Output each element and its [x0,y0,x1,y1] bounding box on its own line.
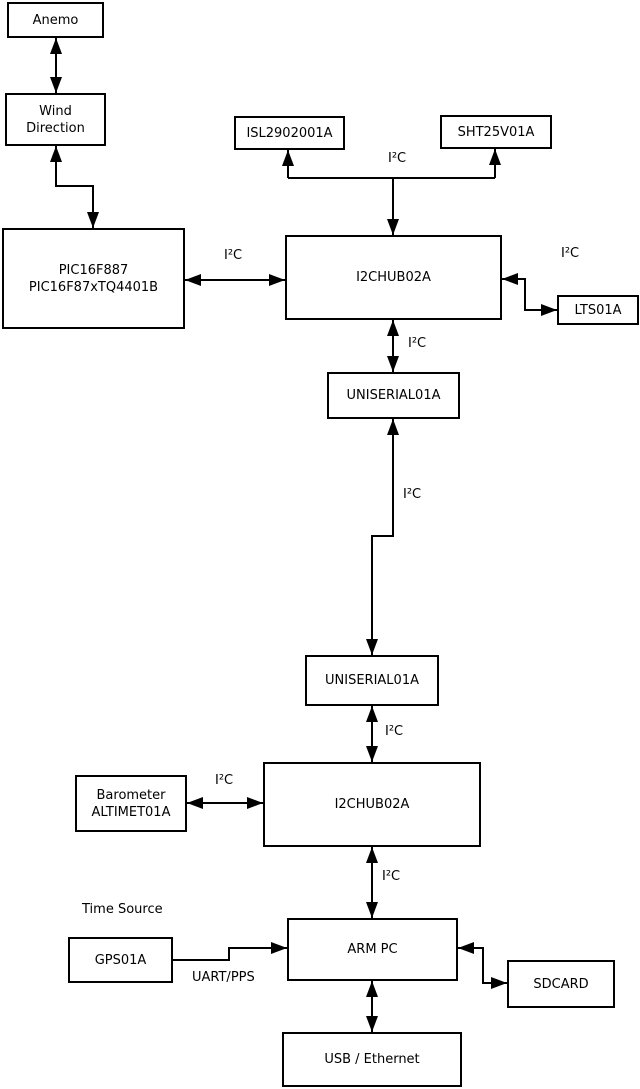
node-label: UNISERIAL01A [346,388,441,403]
node-label: SHT25V01A [457,124,535,140]
node-label: SDCARD [533,976,589,992]
edge-label-i2c-uniserial-hub: I²C [385,724,404,739]
node-uniserial01a-lower: UNISERIAL01A [305,655,439,706]
edge-label-i2c-lts: I²C [561,246,580,261]
node-label: PIC16F87xTQ4401B [28,279,159,295]
node-label: I2CHUB02A [356,270,431,285]
node-label: PIC16F887 [58,262,129,278]
edge-label-uart-pps: UART/PPS [192,970,255,985]
node-wind-direction: Wind Direction [5,93,106,146]
node-pic16f887: PIC16F887 PIC16F87xTQ4401B [2,228,185,329]
node-label: USB / Ethernet [324,1052,420,1067]
node-label: Barometer [96,787,166,803]
edge-i2chub-upper-lts [502,273,557,316]
node-label: ALTIMET01A [91,804,171,820]
node-label: Wind [39,103,72,119]
node-label: ISL2902001A [246,125,333,141]
node-label: I2CHUB02A [334,797,410,812]
node-gps01a: GPS01A [68,937,173,983]
edge-armpc-sdcard [458,942,507,989]
node-label: Anemo [32,12,79,28]
node-isl2902001a: ISL2902001A [234,116,345,150]
node-sht25v01a: SHT25V01A [440,115,552,149]
edge-label-i2c-hub-uniserial: I²C [408,336,427,351]
node-label: UNISERIAL01A [325,673,419,688]
node-anemo: Anemo [7,2,104,38]
edge-winddirection-pic [50,146,99,228]
edge-label-i2c-long-link: I²C [403,487,422,502]
node-barometer-altimet01a: Barometer ALTIMET01A [75,775,187,832]
edge-gps-armpc [173,942,287,961]
node-label: Direction [26,120,85,136]
edge-label-i2c-sensor-bus: I²C [388,151,407,166]
label-time-source: Time Source [82,902,163,917]
node-label: LTS01A [574,302,622,318]
node-label: GPS01A [94,952,147,968]
edge-label-i2c-barometer: I²C [215,773,234,788]
node-i2chub02a-upper: I2CHUB02A [285,235,502,320]
edge-uniserial-upper-uniserial-lower [366,419,399,655]
node-lts01a: LTS01A [557,295,639,325]
node-i2chub02a-lower: I2CHUB02A [263,762,481,847]
node-arm-pc: ARM PC [287,918,458,981]
node-uniserial01a-upper: UNISERIAL01A [327,372,460,419]
node-sdcard: SDCARD [507,960,615,1008]
edge-label-i2c-hub-armpc: I²C [382,869,401,884]
node-label: ARM PC [347,942,398,957]
node-usb-ethernet: USB / Ethernet [282,1032,462,1087]
edge-label-i2c-pic-hub: I²C [224,248,243,263]
